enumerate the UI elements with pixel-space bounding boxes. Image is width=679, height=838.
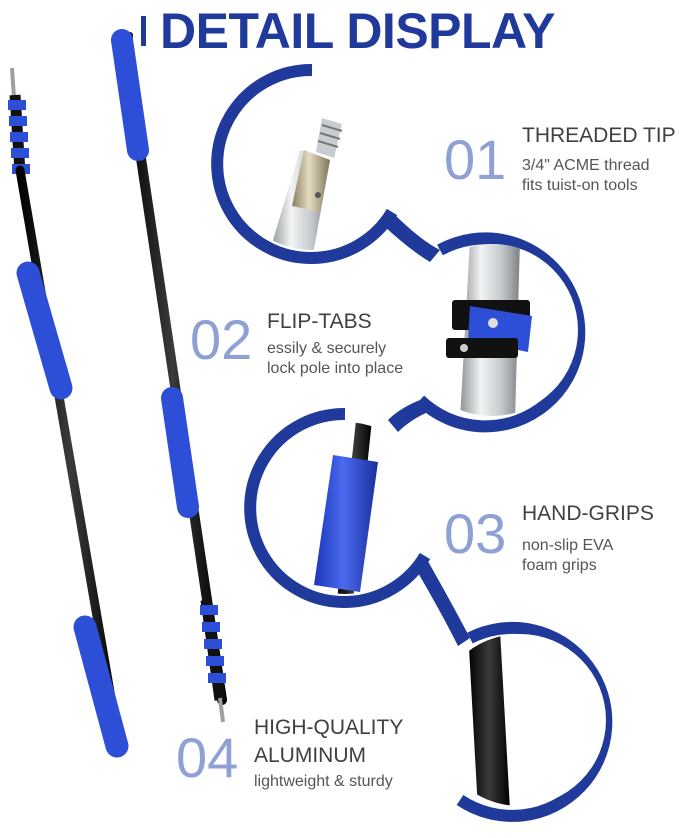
right-flip-tabs <box>200 599 226 701</box>
detail-circle-flip-tabs <box>406 232 586 433</box>
feature-desc-line: lock pole into place <box>267 360 404 377</box>
feature-desc-line: fits tuist-on tools <box>522 177 638 194</box>
left-pole <box>8 67 129 758</box>
feature-desc-line: foam grips <box>522 557 597 574</box>
feature-number: 01 <box>444 128 507 191</box>
feature-heading: ALUMINUM <box>254 744 367 767</box>
circle-connectors <box>384 212 470 646</box>
feature-heading: HAND-GRIPS <box>522 502 654 525</box>
feature-desc-line: essily & securely <box>267 340 387 357</box>
feature-number: 04 <box>176 726 239 789</box>
detail-circle-aluminum <box>434 621 613 822</box>
feature-desc-line: 3/4" ACME thread <box>522 157 650 174</box>
feature-desc-line: lightweight & sturdy <box>254 773 393 790</box>
feature-number: 03 <box>444 502 507 565</box>
left-flip-tabs <box>8 94 30 174</box>
feature-heading: THREADED TIP <box>522 124 676 147</box>
feature-number: 02 <box>190 308 253 371</box>
detail-circle-hand-grips <box>244 407 431 608</box>
feature-heading: HIGH-QUALITY <box>254 716 404 739</box>
detail-circle-threaded-tip <box>211 63 398 264</box>
page-title: DETAIL DISPLAY <box>160 3 555 59</box>
feature-heading: FLIP-TABS <box>267 310 372 333</box>
right-pole <box>111 29 227 723</box>
title-accent-bar <box>141 16 146 46</box>
feature-desc-line: non-slip EVA <box>522 537 614 554</box>
